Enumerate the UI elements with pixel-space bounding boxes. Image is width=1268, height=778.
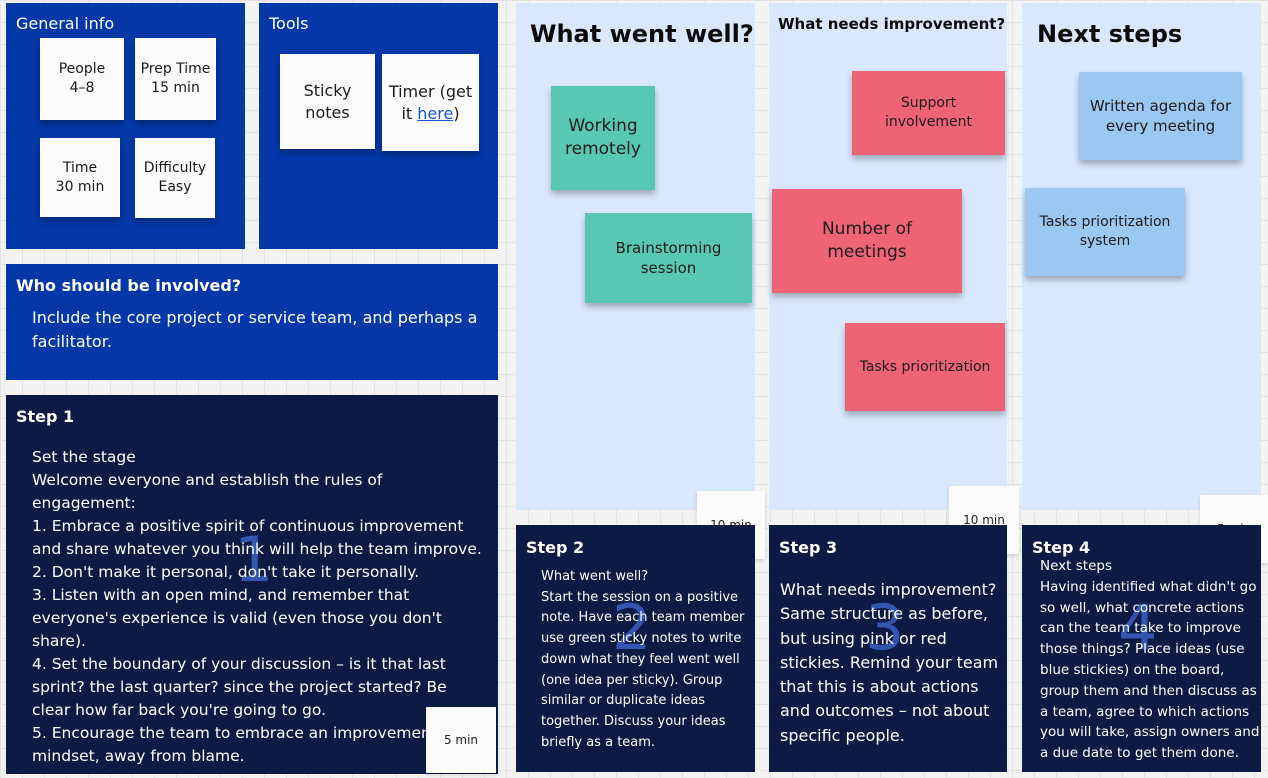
sticky-working-remotely[interactable]: Working remotely (551, 86, 655, 190)
difficulty-label: Difficulty (143, 160, 207, 177)
step1-panel: Step 1 1 Set the stage Welcome everyone … (6, 395, 498, 774)
people-value: 4–8 (69, 80, 95, 96)
tools-panel: Tools Sticky notes Timer (get it here) (259, 3, 498, 249)
general-info-title: General info (16, 14, 115, 33)
involved-title: Who should be involved? (16, 276, 242, 295)
step4-panel: Step 4 4 Next steps Having identified wh… (1022, 525, 1261, 772)
timer-here-link[interactable]: here (417, 103, 454, 123)
column-needs-improvement: What needs improvement? Support involvem… (769, 3, 1007, 510)
time-value: 30 min (55, 178, 105, 195)
column-needs-improvement-title: What needs improvement? (778, 15, 1006, 33)
tools-title: Tools (269, 14, 309, 33)
step4-title: Step 4 (1032, 538, 1091, 557)
people-label: People (58, 61, 106, 78)
step2-title: Step 2 (526, 538, 585, 557)
step2-panel: Step 2 2 What went well? Start the sessi… (516, 525, 755, 772)
column-next-steps: Next steps Written agenda for every meet… (1022, 3, 1261, 510)
sticky-notes-sticky[interactable]: Sticky notes (280, 54, 375, 149)
involved-panel: Who should be involved? Include the core… (6, 264, 498, 380)
prep-time-value: 15 min (151, 80, 200, 96)
timer-sticky[interactable]: Timer (get it here) (382, 54, 479, 151)
sticky-written-agenda[interactable]: Written agenda for every meeting (1079, 72, 1242, 160)
step3-text: What needs improvement? Same structure a… (780, 580, 999, 745)
step1-title: Step 1 (16, 407, 75, 426)
involved-text: Include the core project or service team… (32, 308, 478, 351)
step3-title: Step 3 (779, 538, 838, 557)
time-label: Time (62, 159, 98, 176)
prep-time-sticky[interactable]: Prep Time 15 min (135, 38, 216, 120)
step2-text: What went well? Start the session on a p… (541, 569, 745, 750)
general-info-panel: General info People 4–8 Prep Time 15 min… (6, 3, 245, 249)
column-went-well-title: What went well? (530, 20, 754, 48)
sticky-number-of-meetings[interactable]: Number of meetings (772, 189, 962, 293)
step1-text: Set the stage Welcome everyone and estab… (32, 448, 482, 765)
sticky-notes-label: Sticky notes (303, 80, 352, 122)
difficulty-sticky[interactable]: Difficulty Easy (135, 138, 215, 218)
time-sticky[interactable]: Time 30 min (40, 138, 120, 217)
sticky-brainstorming-session[interactable]: Brainstorming session (585, 213, 752, 303)
people-sticky[interactable]: People 4–8 (40, 38, 124, 120)
step4-text: Next steps Having identified what didn't… (1040, 558, 1260, 762)
sticky-support-involvement[interactable]: Support involvement (852, 71, 1005, 155)
column-next-steps-title: Next steps (1037, 20, 1183, 48)
column-went-well: What went well? Working remotely Brainst… (516, 3, 755, 510)
difficulty-value: Easy (158, 179, 192, 195)
step1-timer[interactable]: 5 min (426, 707, 496, 773)
sticky-tasks-prioritization[interactable]: Tasks prioritization (845, 323, 1005, 411)
step3-panel: Step 3 3 What needs improvement? Same st… (769, 525, 1007, 772)
timer-label: Timer (get it here) (388, 81, 473, 123)
sticky-tasks-prioritization-system[interactable]: Tasks prioritization system (1025, 188, 1185, 276)
prep-time-label: Prep Time (140, 61, 211, 78)
